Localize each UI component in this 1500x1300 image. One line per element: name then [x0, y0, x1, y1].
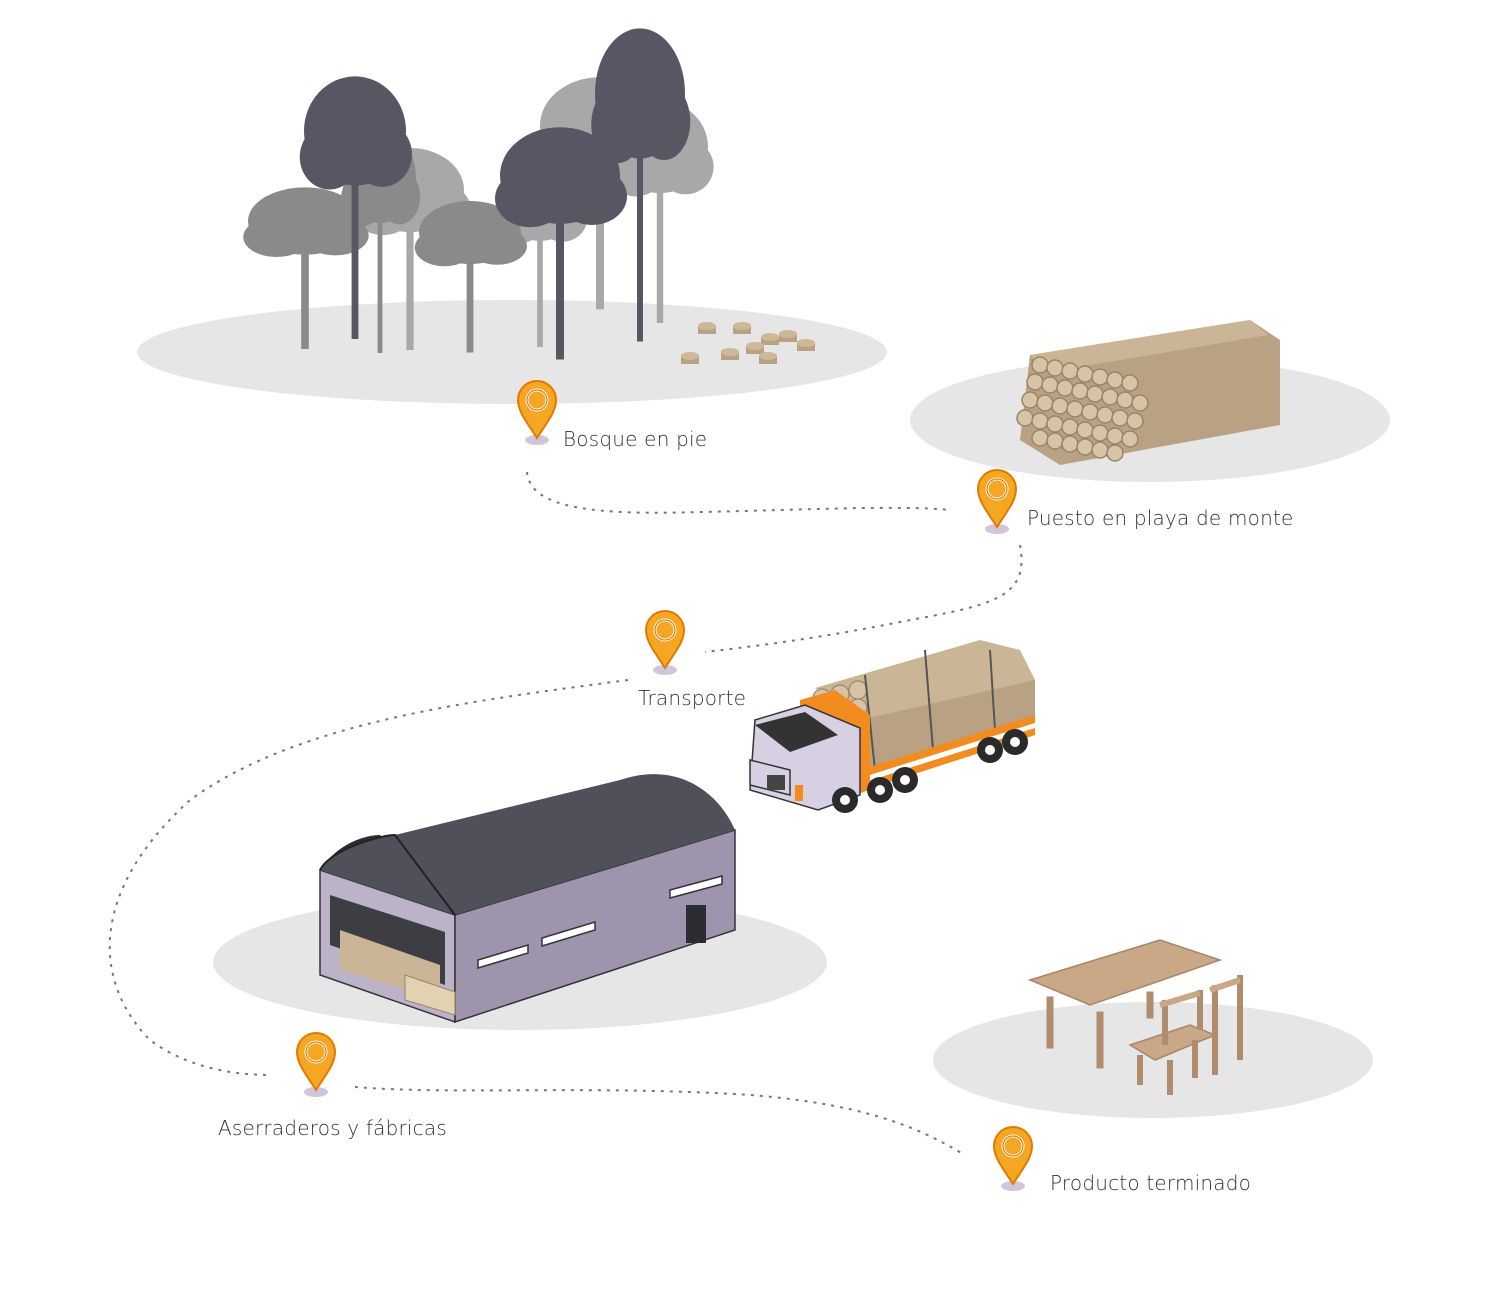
map-pin-icon	[644, 609, 686, 677]
stage-label-transport: Transporte	[638, 686, 747, 710]
map-pin-icon	[992, 1125, 1034, 1193]
forest-ground	[137, 300, 887, 404]
route-path	[108, 471, 1023, 1156]
product-ground	[933, 1002, 1373, 1118]
log-pile-icon	[1016, 320, 1280, 465]
furniture-icon	[1027, 939, 1243, 1095]
warehouse-icon	[319, 774, 736, 1024]
map-pin-icon	[516, 379, 558, 447]
stage-label-yard: Puesto en playa de monte	[1027, 506, 1294, 530]
log-truck-icon	[749, 640, 1035, 813]
stage-label-sawmill: Aserraderos y fábricas	[218, 1116, 447, 1140]
map-pin-icon	[976, 468, 1018, 536]
stage-label-product: Producto terminado	[1050, 1171, 1252, 1195]
map-pin-icon	[295, 1031, 337, 1099]
stage-label-forest: Bosque en pie	[563, 427, 708, 451]
